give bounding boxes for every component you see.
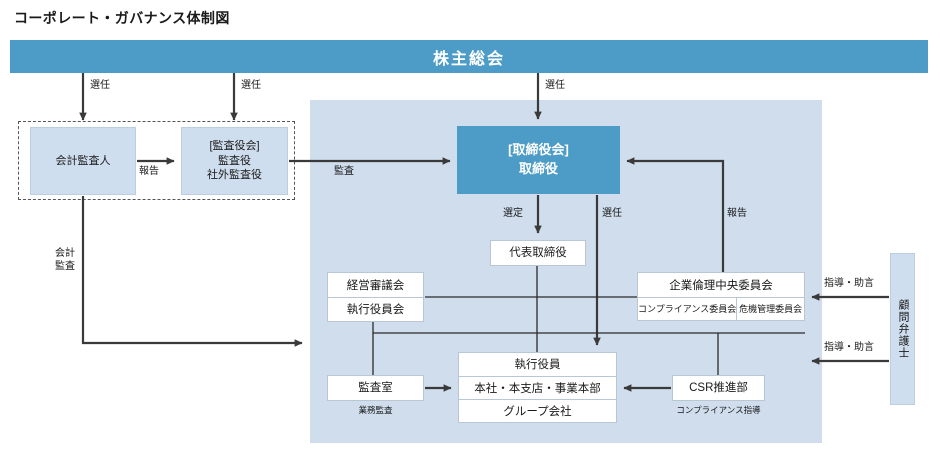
risk-management-committee-label: 危機管理委員会 bbox=[739, 304, 803, 315]
accounting-auditor-label: 会計監査人 bbox=[55, 154, 111, 167]
audit-office-label: 監査室 bbox=[358, 381, 393, 394]
representative-director-box: 代表取締役 bbox=[490, 240, 586, 266]
edge-label-report-to-board: 報告 bbox=[727, 208, 747, 219]
group-companies-row: グループ会社 bbox=[459, 399, 616, 422]
ethics-committee-stack: 企業倫理中央委員会 コンプライアンス委員会 危機管理委員会 bbox=[637, 272, 805, 321]
risk-management-committee-cell: 危機管理委員会 bbox=[736, 296, 804, 320]
executive-officers-council-row: 執行役員会 bbox=[328, 296, 423, 321]
page-title: コーポレート・ガバナンス体制図 bbox=[14, 10, 230, 26]
representative-director-label: 代表取締役 bbox=[509, 246, 567, 259]
ethics-central-committee-row: 企業倫理中央委員会 bbox=[638, 273, 804, 297]
ethics-subcommittees-row: コンプライアンス委員会 危機管理委員会 bbox=[638, 296, 804, 320]
edge-label-appoint-board: 選任 bbox=[545, 80, 565, 91]
executive-officers-label: 執行役員 bbox=[514, 359, 561, 372]
edge-label-appoint-accounting-auditor: 選任 bbox=[90, 80, 110, 91]
management-bodies-stack: 経営審議会 執行役員会 bbox=[327, 272, 424, 322]
head-office-row: 本社・本支店・事業本部 bbox=[459, 375, 616, 399]
head-office-label: 本社・本支店・事業本部 bbox=[474, 382, 601, 395]
shareholders-meeting-label: 株主総会 bbox=[432, 50, 505, 68]
audit-board-line-3: 社外監査役 bbox=[207, 169, 262, 182]
board-of-directors-box: [取締役会] 取締役 bbox=[457, 126, 620, 194]
csr-department-caption: コンプライアンス指導 bbox=[676, 405, 761, 415]
legal-advisor-box: 顧問弁護士 bbox=[890, 253, 915, 405]
edge-label-appoint-executive-officers: 選任 bbox=[602, 208, 622, 219]
shareholders-meeting-box: 株主総会 bbox=[10, 40, 928, 73]
executive-officers-row: 執行役員 bbox=[459, 353, 616, 376]
legal-advisor-label: 顧問弁護士 bbox=[897, 299, 909, 359]
edge-label-report-to-audit-board: 報告 bbox=[139, 166, 159, 177]
audit-board-line-1: [監査役会] bbox=[209, 139, 260, 152]
compliance-committee-label: コンプライアンス委員会 bbox=[638, 304, 737, 315]
edge-label-accounting-audit: 会計 監査 bbox=[55, 248, 75, 273]
audit-office-caption: 業務監査 bbox=[358, 405, 393, 415]
execution-organization-stack: 執行役員 本社・本支店・事業本部 グループ会社 bbox=[458, 352, 617, 423]
edge-label-select-rep-director: 選定 bbox=[503, 208, 523, 219]
audit-office-box: 監査室 bbox=[327, 375, 424, 401]
compliance-committee-cell: コンプライアンス委員会 bbox=[638, 296, 737, 320]
board-of-directors-line-1: [取締役会] bbox=[508, 142, 569, 158]
board-of-directors-line-2: 取締役 bbox=[518, 161, 558, 176]
accounting-auditor-box: 会計監査人 bbox=[30, 127, 136, 195]
group-companies-label: グループ会社 bbox=[503, 406, 572, 418]
audit-board-line-2: 監査役 bbox=[218, 154, 251, 167]
csr-department-box: CSR推進部 bbox=[672, 375, 765, 401]
edge-label-accounting-audit-line-1: 会計 bbox=[55, 248, 75, 259]
edge-label-accounting-audit-line-2: 監査 bbox=[55, 260, 75, 272]
management-council-row: 経営審議会 bbox=[328, 273, 423, 297]
edge-label-guidance-advice-upper: 指導・助言 bbox=[824, 278, 874, 289]
executive-officers-council-label: 執行役員会 bbox=[346, 304, 405, 317]
ethics-central-committee-label: 企業倫理中央委員会 bbox=[669, 279, 773, 292]
audit-and-supervisory-board-box: [監査役会] 監査役 社外監査役 bbox=[181, 127, 288, 195]
edge-label-audit-board-to-board: 監査 bbox=[334, 166, 354, 177]
csr-department-label: CSR推進部 bbox=[689, 381, 748, 394]
management-council-label: 経営審議会 bbox=[346, 279, 405, 292]
edge-label-appoint-audit-board: 選任 bbox=[241, 80, 261, 91]
edge-label-guidance-advice-lower: 指導・助言 bbox=[824, 342, 874, 353]
